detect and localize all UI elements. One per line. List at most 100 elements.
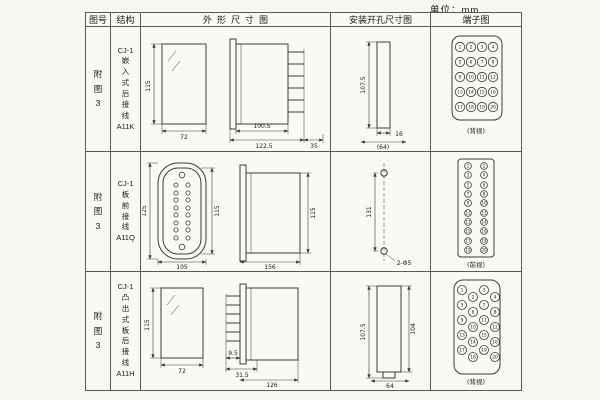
terminal-grid: 1 2 3 4 5 6 7 8 9 10 11 12 13 14 15 16 1 bbox=[454, 41, 499, 113]
terminal-number: 10 bbox=[470, 324, 476, 330]
terminal-number: 4 bbox=[483, 173, 486, 178]
terminal-number: 2 bbox=[483, 164, 486, 169]
terminal-number: 9 bbox=[461, 317, 464, 323]
install-hole-drawing-a11h: 107.5 104 64 bbox=[360, 285, 417, 389]
terminal-number: 7 bbox=[481, 60, 484, 66]
dim-label: 64 bbox=[386, 383, 394, 389]
dim-label: 122.5 bbox=[255, 143, 272, 150]
terminal-diagram-back-view: 1 2 3 4 5 6 7 8 9 10 11 12 13 14 15 16 1 bbox=[453, 279, 501, 386]
header-outline-dims: 外形尺寸图 bbox=[141, 13, 331, 27]
terminal-number: 7 bbox=[483, 302, 486, 308]
install-cell-row2: 131 2-Φ5 bbox=[331, 152, 431, 272]
terminal-number: 5 bbox=[461, 302, 464, 308]
terminal-number: 19 bbox=[481, 347, 487, 353]
terminal-number: 18 bbox=[470, 354, 476, 360]
terminal-number: 3 bbox=[481, 45, 484, 51]
terminal-cell-row1: 1 2 3 4 5 6 7 8 9 10 11 12 13 14 15 16 1 bbox=[431, 27, 521, 152]
front-view: 125 115 bbox=[142, 162, 221, 270]
dim-label: 125 bbox=[142, 205, 148, 217]
fig-no-row3: 附 图 3 bbox=[86, 272, 111, 390]
terminal-cell-row2: 1 2 3 4 5 6 7 8 9 10 11 12 13 14 15 16 1 bbox=[431, 152, 521, 272]
terminal-number: 14 bbox=[468, 90, 474, 96]
terminal-number: 17 bbox=[459, 347, 465, 353]
terminal-number: 11 bbox=[481, 317, 487, 323]
header-structure: 结构 bbox=[111, 13, 141, 27]
dim-label: 100.5 bbox=[253, 123, 270, 130]
unit-label: 单位：mm bbox=[430, 5, 480, 16]
install-cell-row1: 107.5 16 (64) bbox=[331, 27, 431, 152]
terminal-number: 13 bbox=[457, 90, 463, 96]
terminal-number: 20 bbox=[492, 354, 498, 360]
terminal-number: 14 bbox=[481, 220, 487, 225]
terminal-number: 8 bbox=[483, 192, 486, 197]
install-hole-drawing-a11k: 107.5 16 (64) bbox=[360, 41, 406, 150]
terminal-number: 19 bbox=[479, 105, 485, 111]
install-hole-drawing-a11q: 131 2-Φ5 bbox=[366, 163, 411, 267]
terminal-number: 15 bbox=[465, 229, 471, 234]
terminal-number: 16 bbox=[492, 339, 498, 345]
front-view: 115 72 bbox=[144, 287, 203, 375]
terminal-number: 6 bbox=[470, 60, 473, 66]
dim-label: 131 bbox=[366, 206, 373, 218]
terminal-number: 6 bbox=[472, 309, 475, 315]
terminal-number: 15 bbox=[481, 332, 487, 338]
dim-label: 31.5 bbox=[235, 372, 249, 379]
terminal-number: 4 bbox=[494, 294, 497, 300]
view-label: (背视) bbox=[467, 126, 485, 135]
outline-drawing-a11q: 125 115 bbox=[142, 162, 317, 270]
install-cell-row3: 107.5 104 64 bbox=[331, 272, 431, 390]
header-install-hole-dims: 安装开孔尺寸图 bbox=[331, 13, 431, 27]
terminal-number: 8 bbox=[492, 60, 495, 66]
dim-label: 107.5 bbox=[360, 76, 367, 93]
outline-cell-row3: 115 72 bbox=[141, 272, 331, 390]
terminal-number: 13 bbox=[459, 332, 465, 338]
dim-label: 156 bbox=[264, 264, 276, 270]
side-view: 100.5 122.5 35 bbox=[229, 38, 323, 150]
terminal-number: 12 bbox=[490, 75, 496, 81]
terminal-number: 5 bbox=[459, 60, 462, 66]
view-label: (背视) bbox=[467, 377, 485, 386]
terminal-number: 15 bbox=[479, 90, 485, 96]
terminal-number: 4 bbox=[492, 45, 495, 51]
terminal-number: 3 bbox=[467, 173, 470, 178]
terminal-number: 9 bbox=[467, 201, 470, 206]
terminal-grid: 1 2 3 4 5 6 7 8 9 10 11 12 13 14 15 16 1 bbox=[464, 162, 488, 254]
fig-no-row1: 附 图 3 bbox=[86, 27, 111, 152]
terminal-number: 10 bbox=[468, 75, 474, 81]
terminal-number: 12 bbox=[481, 211, 487, 216]
terminal-number: 2 bbox=[470, 45, 473, 51]
terminal-number: 18 bbox=[468, 105, 474, 111]
fig-no-row2: 附 图 3 bbox=[86, 152, 111, 272]
structure-row2: CJ-1 板 前 接 线 A11Q bbox=[111, 152, 141, 272]
dim-label: 107.5 bbox=[360, 323, 367, 340]
dim-label: 115 bbox=[145, 80, 152, 92]
terminal-number: 1 bbox=[459, 45, 462, 51]
dim-label: 126 bbox=[266, 382, 278, 389]
view-label: (前视) bbox=[467, 260, 485, 269]
terminal-number: 9 bbox=[459, 75, 462, 81]
hole-spec-label: 2-Φ5 bbox=[396, 260, 411, 267]
terminal-number: 20 bbox=[490, 105, 496, 111]
terminal-number: 3 bbox=[483, 287, 486, 293]
dim-label: 9.5 bbox=[228, 350, 238, 357]
terminal-cell-row3: 1 2 3 4 5 6 7 8 9 10 11 12 13 14 15 16 1 bbox=[431, 272, 521, 390]
dim-label: 72 bbox=[178, 368, 186, 375]
terminal-number: 11 bbox=[479, 75, 485, 81]
side-view: 156 115 bbox=[239, 164, 317, 270]
terminal-number: 8 bbox=[494, 309, 497, 315]
terminal-number: 7 bbox=[467, 192, 470, 197]
structure-row3: CJ-1 凸 出 式 板 后 接 线 A11H bbox=[111, 272, 141, 390]
terminal-number: 2 bbox=[472, 294, 475, 300]
terminal-grid: 1 2 3 4 5 6 7 8 9 10 11 12 13 14 15 16 1 bbox=[457, 284, 500, 362]
outline-drawing-a11k: 115 72 bbox=[145, 38, 323, 150]
terminal-number: 6 bbox=[483, 183, 486, 188]
side-view: 9.5 31.5 126 bbox=[225, 283, 298, 389]
dim-label: 35 bbox=[310, 143, 318, 150]
terminal-number: 11 bbox=[465, 211, 471, 216]
dim-label: 104 bbox=[410, 323, 417, 335]
spec-table: 图号 结构 外形尺寸图 安装开孔尺寸图 端子图 附 图 3 CJ-1 嵌 入 式… bbox=[85, 12, 522, 391]
terminal-number: 1 bbox=[461, 287, 464, 293]
terminal-number: 20 bbox=[481, 248, 487, 253]
dim-label: 72 bbox=[180, 134, 188, 141]
